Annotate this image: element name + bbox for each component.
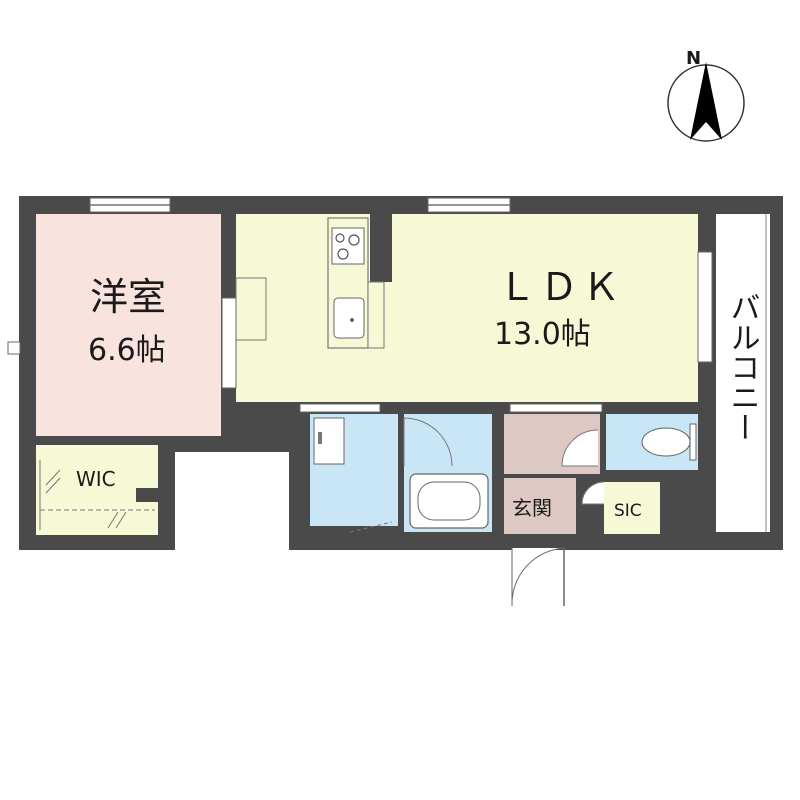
bathtub-inner-icon — [417, 481, 481, 521]
sic-door-swing — [581, 481, 605, 505]
burner-3-icon — [337, 248, 349, 260]
bathtub-icon — [409, 473, 489, 529]
fridge-space — [235, 277, 267, 341]
toilet-tank-icon — [689, 423, 697, 461]
kitchen-back-counter — [367, 281, 385, 349]
balcony-label: バルコニー — [725, 292, 760, 442]
wic-label: WIC — [76, 467, 116, 491]
washroom-door-swing — [349, 521, 393, 533]
burner-2-icon — [348, 234, 360, 246]
entrance-door-swing — [511, 547, 565, 607]
bathroom-door-swing — [403, 417, 453, 467]
wic-wall-jog — [136, 488, 158, 502]
sic-floor — [604, 482, 660, 534]
ldk-name: ＬＤＫ — [498, 265, 624, 309]
western-room-sliding-door — [221, 297, 237, 389]
north-arrow-icon — [690, 62, 722, 140]
wic-hanger-2 — [45, 477, 61, 494]
sic-label: SIC — [614, 501, 642, 521]
kitchen-counter — [327, 217, 385, 349]
western-room-name: 洋室 — [90, 275, 166, 319]
exterior-notch-left — [175, 452, 289, 552]
sink-icon — [333, 297, 365, 339]
washbasin-tap-icon — [318, 432, 322, 444]
hall-sliding-door — [509, 403, 603, 413]
western-room-floor — [36, 214, 221, 436]
balcony-floor — [716, 214, 770, 532]
compass-north-label: N — [686, 48, 701, 69]
ldk-floor — [236, 214, 698, 402]
western-room-side-vent — [7, 341, 21, 355]
balcony-sliding-door — [697, 251, 713, 363]
stove-icon — [331, 227, 365, 265]
ldk-size: 13.0帖 — [494, 317, 591, 352]
wic-hanger-3 — [107, 511, 119, 529]
burner-1-icon — [335, 233, 345, 243]
ldk-partition — [370, 212, 392, 282]
entrance-label: 玄関 — [512, 496, 552, 520]
toilet-door-swing — [561, 429, 599, 467]
wic-hanger-1 — [45, 469, 61, 486]
toilet-bowl-icon — [641, 427, 691, 457]
western-room-size: 6.6帖 — [88, 333, 166, 368]
wic-hanger-4 — [115, 511, 127, 529]
compass: N — [667, 48, 745, 142]
entrance-floor — [504, 478, 576, 534]
sink-drain-icon — [350, 318, 354, 322]
washroom-sliding-door — [299, 403, 381, 413]
